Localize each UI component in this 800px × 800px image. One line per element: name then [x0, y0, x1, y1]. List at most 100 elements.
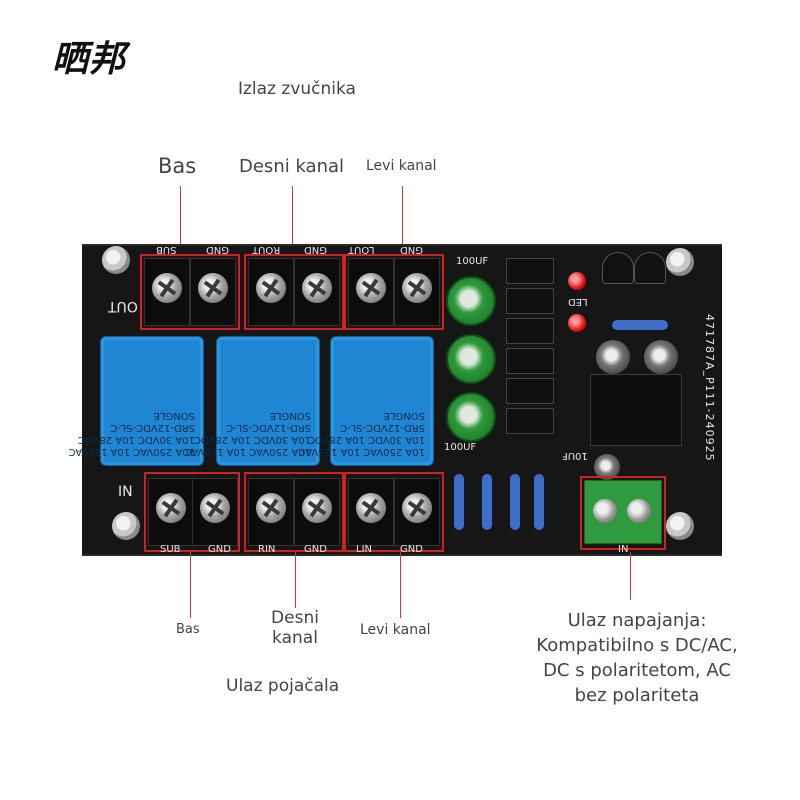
top-bass-terminal-box: [140, 254, 240, 330]
relay-3: 10A 250VAC 10A 125VAC 10A 30VDC 10A 28VD…: [298, 336, 434, 466]
power-line-3: DC s polaritetom, AC: [543, 660, 731, 681]
capacitor-2: [446, 334, 496, 384]
bottom-pin-2: GND: [208, 544, 231, 555]
transistor-1: [602, 252, 634, 284]
bottom-bass-terminal-box: [144, 472, 240, 552]
bottom-pin-1: SUB: [160, 544, 181, 555]
brand-logo: 晒邦: [52, 39, 127, 80]
resistor-1: [454, 474, 464, 530]
power-input-label: Ulaz napajanja: Kompatibilno s DC/AC, DC…: [522, 608, 752, 708]
speaker-output-label: Izlaz zvučnika: [238, 79, 356, 99]
in-label: IN: [118, 484, 133, 500]
bottom-left-leader: [400, 552, 401, 618]
resistor-4: [534, 474, 544, 530]
bottom-left-terminal-box: [344, 472, 444, 552]
power-leader: [630, 552, 631, 600]
power-line-2: Kompatibilno s DC/AC,: [536, 635, 738, 656]
bottom-right-line-2: kanal: [272, 628, 318, 648]
bottom-pin-6: GND: [400, 544, 423, 555]
small-capacitor-3: [594, 454, 620, 480]
screw-icon: [200, 493, 230, 523]
power-in-label: IN: [618, 544, 629, 555]
top-right-terminal-box: [244, 254, 344, 330]
top-terminal-sub: [144, 258, 190, 326]
top-terminal-gnd-3: [394, 258, 440, 326]
screw-icon: [152, 273, 182, 303]
mount-hole-top-right: [666, 248, 694, 276]
amp-input-label: Ulaz pojačala: [226, 676, 340, 696]
screw-icon: [302, 493, 332, 523]
screw-icon: [256, 493, 286, 523]
cap-label-top: 100UF: [456, 256, 489, 267]
bottom-bass-label: Bas: [176, 622, 200, 637]
bottom-terminal-gnd-2: [294, 478, 340, 546]
screw-icon: [302, 273, 332, 303]
ic-4: [506, 348, 554, 374]
power-line-4: bez polariteta: [574, 685, 700, 706]
screw-icon: [356, 273, 386, 303]
screw-icon: [593, 499, 617, 523]
top-bass-leader: [180, 186, 181, 254]
bottom-bass-leader: [190, 552, 191, 618]
bottom-right-channel-label: Desni kanal: [268, 608, 322, 648]
led-label: LED: [568, 296, 588, 307]
board-edge: [82, 244, 722, 556]
regulator-heatsink: [590, 374, 682, 446]
power-line-1: Ulaz napajanja:: [567, 610, 707, 631]
mount-hole-bottom-left: [112, 512, 140, 540]
bottom-pin-3: RIN: [258, 544, 276, 555]
bottom-terminal-lin: [348, 478, 394, 546]
screw-icon: [402, 493, 432, 523]
relay-2: 10A 250VAC 10A 125VAC 10A 30VDC 10A 28VD…: [184, 336, 320, 466]
bottom-right-terminal-box: [244, 472, 344, 552]
cap-label-bottom: 100UF: [444, 442, 477, 453]
bottom-right-line-1: Desni: [271, 608, 319, 628]
small-capacitor-1: [596, 340, 630, 374]
screw-icon: [256, 273, 286, 303]
relay-1-text: 10A 250VAC 10A 125VAC 10A 30VDC 10A 28VD…: [68, 410, 195, 457]
screw-icon: [156, 493, 186, 523]
bottom-terminal-rin: [248, 478, 294, 546]
out-label: OUT: [108, 298, 138, 314]
part-number: 471787A_P111-240925: [703, 314, 716, 462]
screw-icon: [402, 273, 432, 303]
led-2: [568, 314, 586, 332]
screw-icon: [356, 493, 386, 523]
top-right-channel-label: Desni kanal: [239, 156, 345, 177]
ic-3: [506, 318, 554, 344]
bottom-pin-4: GND: [304, 544, 327, 555]
mount-hole-top-left: [102, 246, 130, 274]
top-terminal-lout: [348, 258, 394, 326]
resistor-3: [510, 474, 520, 530]
pcb-board: SUB GND ROUT GND LOUT GND OUT IN 10A 250…: [68, 244, 722, 556]
bottom-terminal-gnd-3: [394, 478, 440, 546]
top-bass-label: Bas: [158, 154, 197, 178]
ic-1: [506, 258, 554, 284]
ic-6: [506, 408, 554, 434]
power-terminal: [584, 480, 662, 544]
small-capacitor-2: [644, 340, 678, 374]
capacitor-3: [446, 392, 496, 442]
resistor-horizontal: [612, 320, 668, 330]
transistor-2: [634, 252, 666, 284]
bottom-right-leader: [295, 552, 296, 608]
ic-2: [506, 288, 554, 314]
top-right-leader: [292, 186, 293, 254]
bottom-terminal-sub: [148, 478, 194, 546]
top-terminal-gnd-1: [190, 258, 236, 326]
top-left-channel-label: Levi kanal: [366, 158, 437, 174]
ic-5: [506, 378, 554, 404]
bottom-left-channel-label: Levi kanal: [360, 622, 431, 638]
bottom-terminal-gnd-1: [192, 478, 238, 546]
cap-label-small: 10UF: [562, 450, 588, 461]
top-left-leader: [402, 186, 403, 254]
screw-icon: [198, 273, 228, 303]
top-terminal-rout: [248, 258, 294, 326]
resistor-2: [482, 474, 492, 530]
power-terminal-box: [580, 476, 666, 550]
capacitor-1: [446, 276, 496, 326]
relay-3-text: 10A 250VAC 10A 125VAC 10A 30VDC 10A 28VD…: [298, 410, 425, 457]
top-terminal-gnd-2: [294, 258, 340, 326]
relay-1: 10A 250VAC 10A 125VAC 10A 30VDC 10A 28VD…: [68, 336, 204, 466]
mount-hole-bottom-right: [666, 512, 694, 540]
